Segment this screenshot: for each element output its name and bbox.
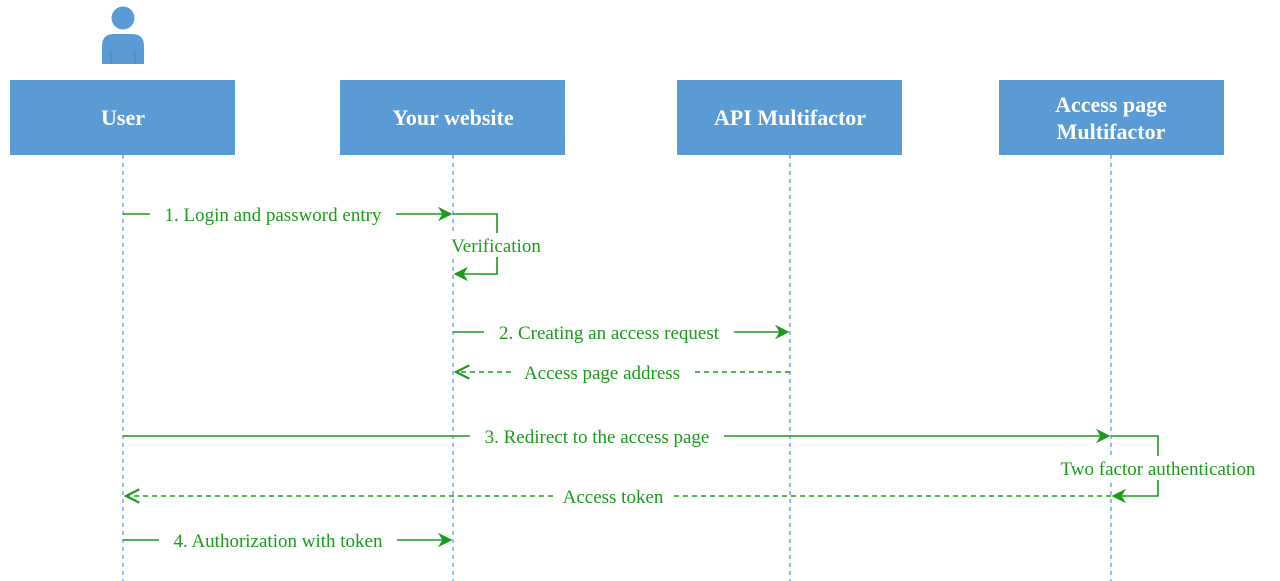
message-login: 1. Login and password entry <box>123 202 453 226</box>
message-redirect: 3. Redirect to the access page <box>123 424 1111 448</box>
message-login-label: 1. Login and password entry <box>165 205 382 226</box>
lifelines <box>122 155 1112 581</box>
participant-api: API Multifactor <box>677 80 902 155</box>
message-two-factor: Two factor authentication <box>1046 435 1270 504</box>
message-two-factor-label: Two factor authentication <box>1061 459 1256 480</box>
message-access-address: Access page address <box>456 360 790 384</box>
participant-user-label: User <box>101 105 145 130</box>
message-create-request-label: 2. Creating an access request <box>499 323 720 344</box>
participant-website: Your website <box>340 80 565 155</box>
participant-api-label: API Multifactor <box>714 105 866 130</box>
message-access-address-label: Access page address <box>524 363 680 384</box>
participant-access-page: Access page Multifactor <box>999 80 1224 155</box>
message-redirect-label: 3. Redirect to the access page <box>485 427 710 448</box>
message-verification: Verification <box>443 213 548 282</box>
message-access-token-label: Access token <box>563 487 664 508</box>
message-authorization-label: 4. Authorization with token <box>174 531 383 552</box>
participant-website-label: Your website <box>392 105 513 130</box>
user-icon <box>102 6 144 64</box>
participant-access-page-label-line2: Multifactor <box>1057 119 1166 144</box>
message-authorization: 4. Authorization with token <box>123 528 453 552</box>
participant-user: User <box>10 80 235 155</box>
message-access-token: Access token <box>126 484 1111 508</box>
message-create-request: 2. Creating an access request <box>453 320 790 344</box>
message-verification-label: Verification <box>451 236 541 257</box>
participant-access-page-label-line1: Access page <box>1055 92 1167 117</box>
